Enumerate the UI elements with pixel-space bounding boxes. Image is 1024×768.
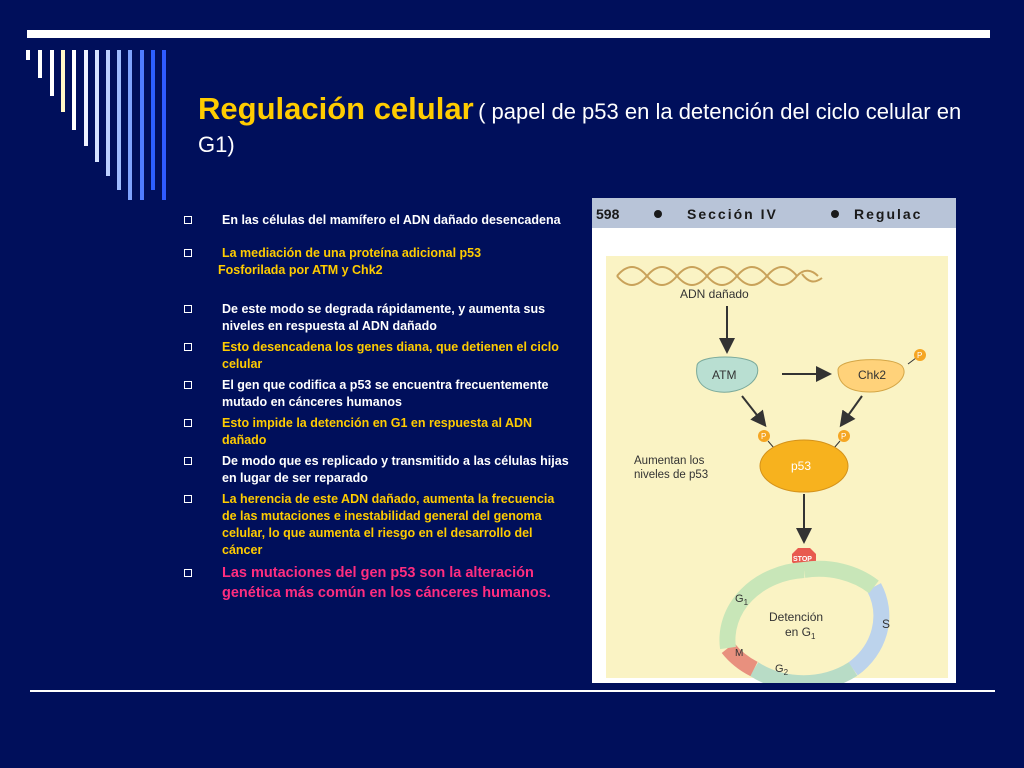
arrest-label-1: Detención [769,610,823,624]
dna-helix-icon [616,266,798,286]
bullet-text: Fosforilada por ATM y Chk2 [218,263,383,277]
g1-phase-label: G1 [735,593,749,607]
arrow-icon [839,395,863,428]
damaged-dna-end-icon [796,269,823,283]
decorative-stripes [26,50,166,200]
increase-label-1: Aumentan los [634,455,705,467]
bullet-dot-icon [654,210,662,218]
title-subtitle: ( papel de p53 en la detención del ciclo… [198,99,962,157]
page-number: 598 [596,206,620,222]
header-bar [592,198,956,228]
checkbox-bullet-icon [184,569,192,577]
g2-phase-arc [749,662,858,683]
bullet-item: De este modo se degrada rápidamente, y a… [184,301,569,335]
phosphate-label: P [761,432,766,441]
g2-phase-label: G2 [775,663,789,677]
atm-protein [696,356,759,393]
bullet-text: En las células del mamífero el ADN dañad… [222,213,561,227]
section-label: Sección IV [687,206,778,222]
bullet-text: De este modo se degrada rápidamente, y a… [222,302,546,333]
s-phase-arc [848,583,890,676]
phosphate-p53-right [838,430,850,442]
bullet-item: En las células del mamífero el ADN dañad… [184,212,569,229]
bullet-text: La mediación de una proteína adicional p… [222,246,482,260]
arrow-icon [741,395,767,428]
bullet-text: Las mutaciones del gen p53 son la altera… [222,565,551,601]
checkbox-bullet-icon [184,457,192,465]
phosphate-chk2 [914,349,926,361]
checkbox-bullet-icon [184,305,192,313]
p53-pathway-figure: 598 Sección IV Regulac ADN dañado ATM Ch… [592,198,956,683]
p53-protein [759,439,849,493]
slide-title: Regulación celular ( papel de p53 en la … [198,88,988,160]
checkbox-bullet-icon [184,419,192,427]
section-title-cut: Regulac [854,206,922,222]
chk2-protein [837,359,905,393]
cell-cycle-ring [719,560,890,683]
bullet-item: El gen que codifica a p53 se encuentra f… [184,377,569,411]
bullet-text: Esto desencadena los genes diana, que de… [222,340,559,371]
checkbox-bullet-icon [184,343,192,351]
stop-label: STOP [793,556,812,563]
bullet-text: De modo que es replicado y transmitido a… [222,454,569,485]
bullet-item: De modo que es replicado y transmitido a… [184,453,569,487]
arrest-label-2: en G1 [785,625,816,641]
bullet-item: Las mutaciones del gen p53 son la altera… [184,563,569,603]
atm-label: ATM [712,368,736,382]
bullet-list: En las células del mamífero el ADN dañad… [184,212,569,603]
spacer [184,229,569,245]
bullet-continuation: Fosforilada por ATM y Chk2 [184,262,569,279]
bottom-rule [30,690,995,692]
bullet-text: La herencia de este ADN dañado, aumenta … [222,492,555,557]
bullet-item: Esto desencadena los genes diana, que de… [184,339,569,373]
pathway-diagram: 598 Sección IV Regulac ADN dañado ATM Ch… [592,198,956,683]
bullet-text: El gen que codifica a p53 se encuentra f… [222,378,549,409]
phosphate-label: P [917,351,922,360]
bullet-item: La mediación de una proteína adicional p… [184,245,569,262]
chk2-label: Chk2 [858,368,886,382]
checkbox-bullet-icon [184,381,192,389]
bullet-item: La herencia de este ADN dañado, aumenta … [184,491,569,559]
top-rule [27,30,990,38]
p53-label: p53 [791,459,811,473]
s-phase-label: S [882,617,890,631]
checkbox-bullet-icon [184,249,192,257]
checkbox-bullet-icon [184,495,192,503]
dna-damage-label: ADN dañado [680,287,749,301]
spacer [184,279,569,301]
title-main: Regulación celular [198,91,474,126]
phosphate-p53-left [758,430,770,442]
bullet-dot-icon [831,210,839,218]
bullet-text: Esto impide la detención en G1 en respue… [222,416,533,447]
increase-label-2: niveles de p53 [634,469,708,481]
bullet-item: Esto impide la detención en G1 en respue… [184,415,569,449]
g1-phase-arc [719,562,805,650]
m-phase-arc [721,642,758,677]
m-phase-label: M [735,648,743,659]
phosphate-label: P [841,432,846,441]
checkbox-bullet-icon [184,216,192,224]
